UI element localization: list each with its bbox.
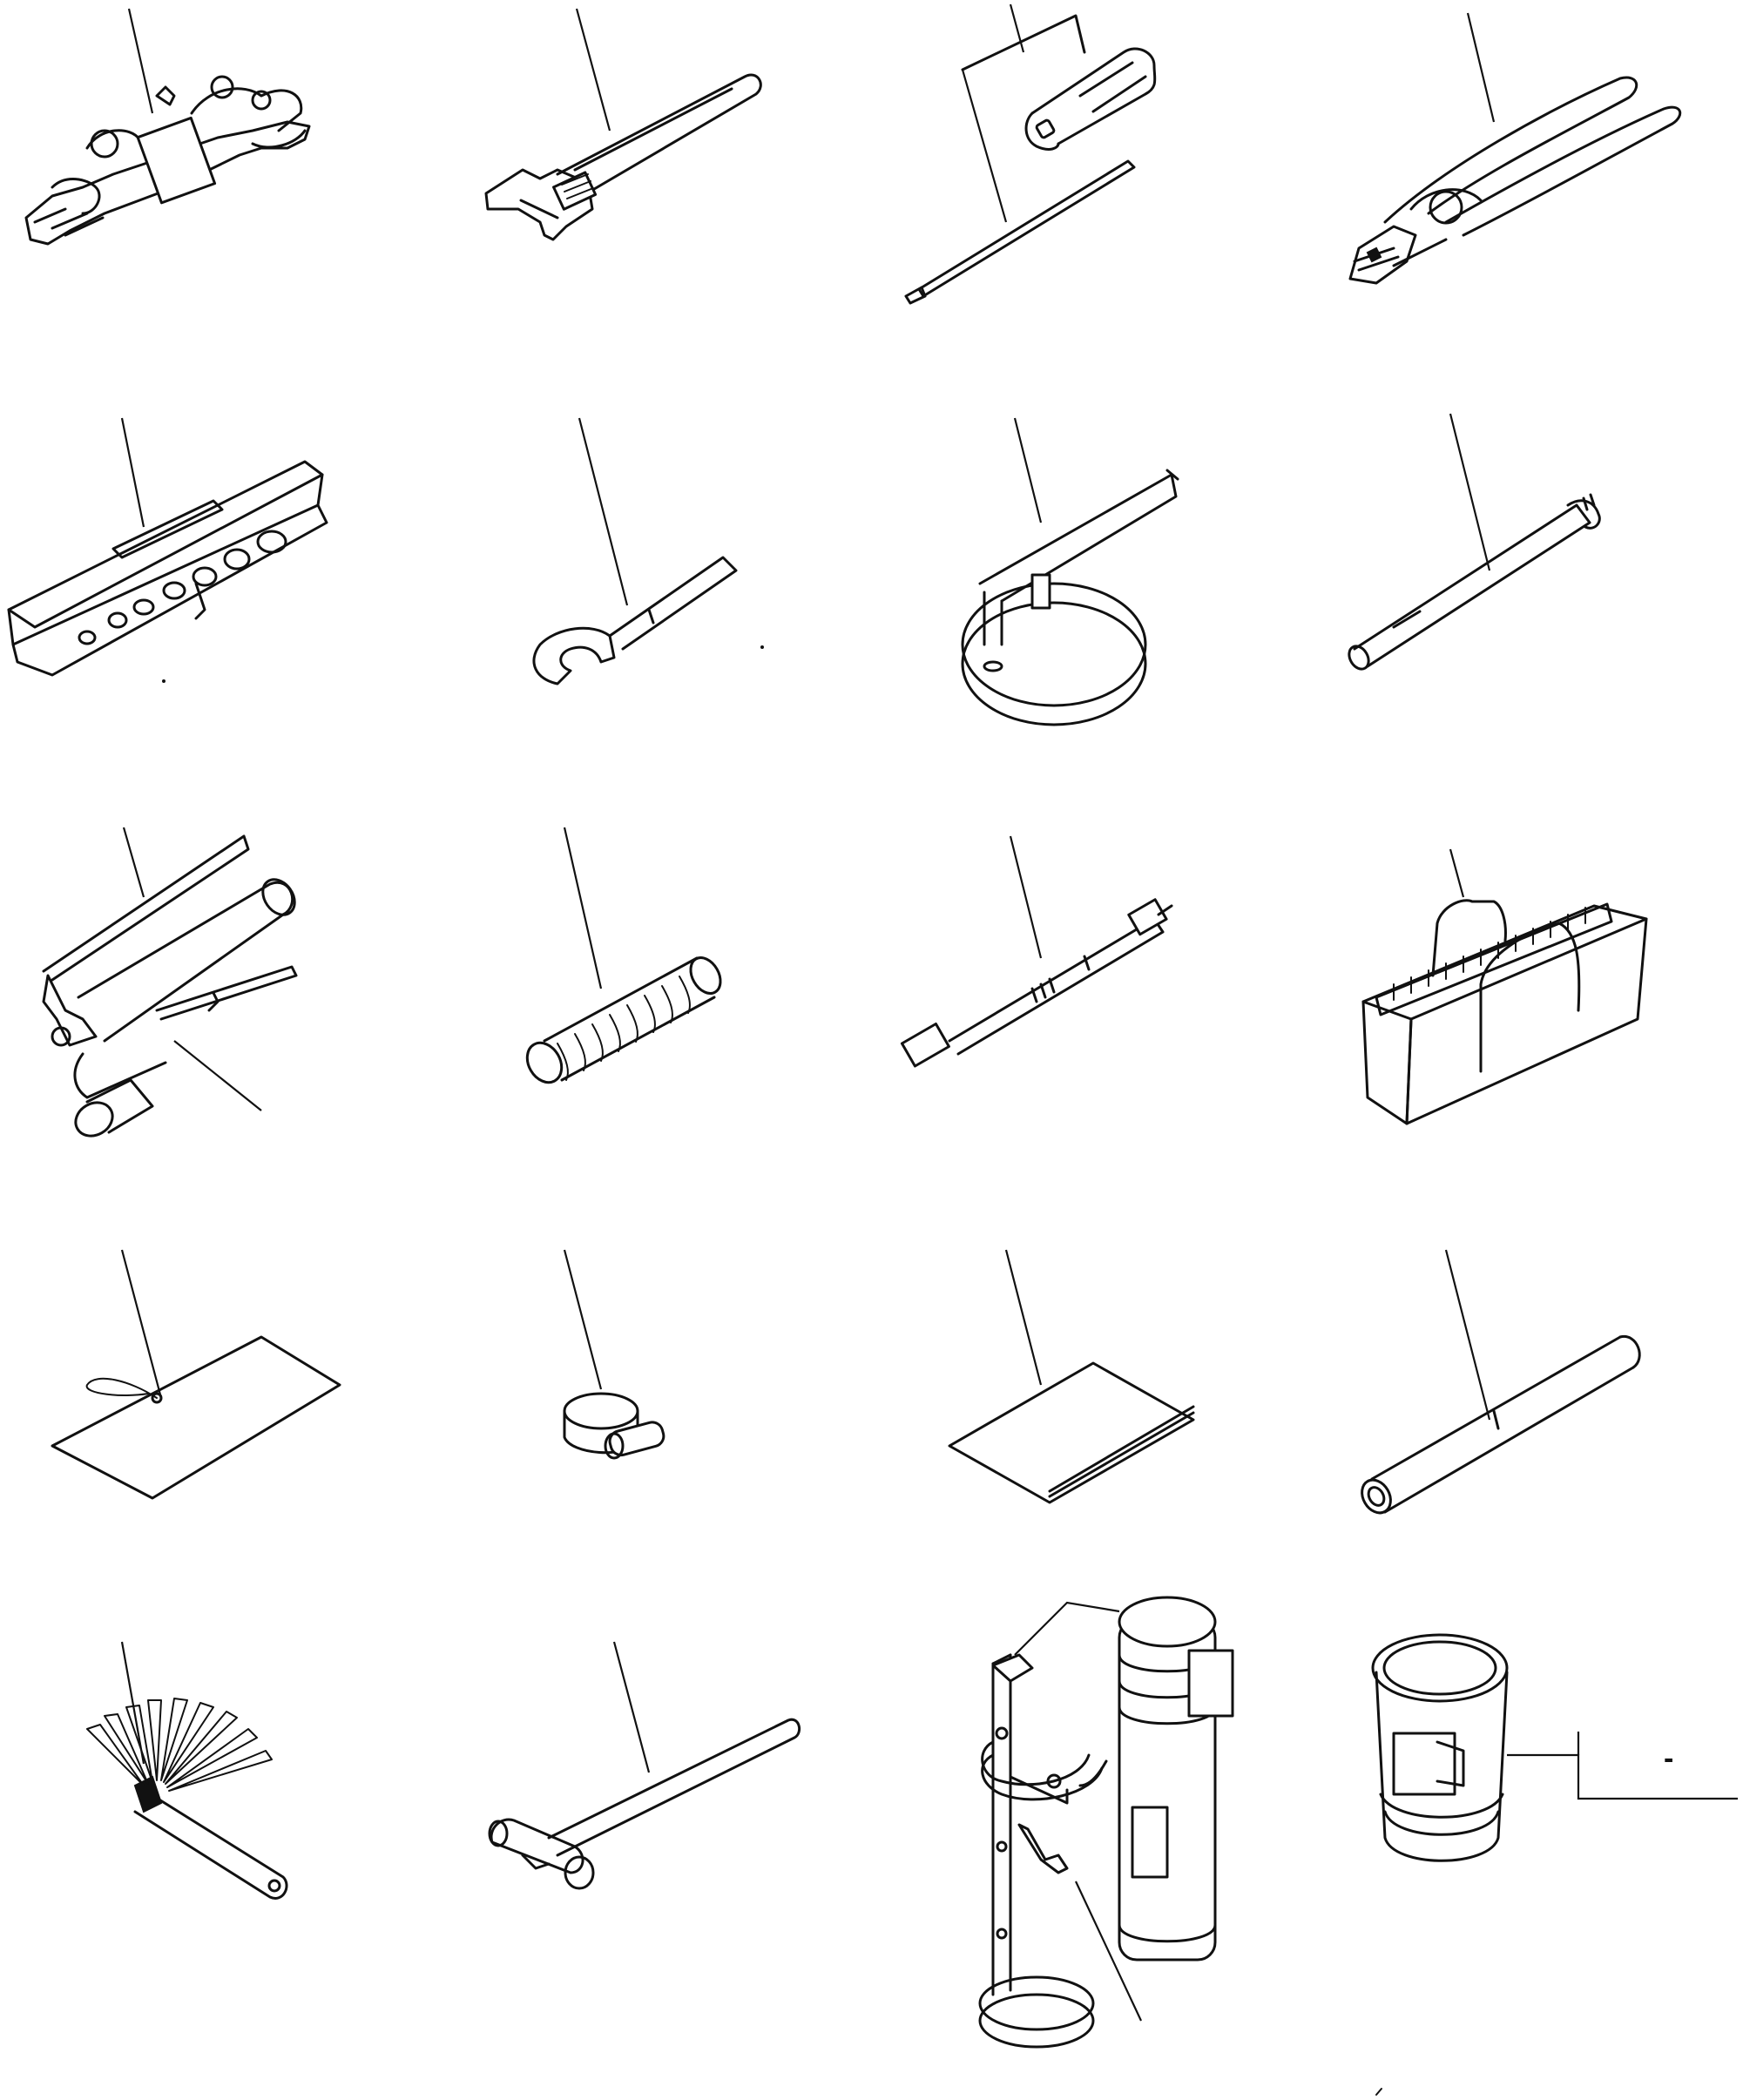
extension-bar-drawing [900,835,1173,1068]
wrench-set-drawing [24,8,311,246]
bar-drawing [1348,413,1601,671]
spring-drawing [525,827,722,1084]
tag-drawing [51,1249,341,1500]
tool-bag-drawing [1361,848,1648,1125]
hammer-drawing [488,1641,801,1890]
pipe-drawing [1361,1249,1641,1515]
stray-marks [162,645,1382,2096]
screwdriver-set-drawing [904,3,1157,305]
grease-gun-drawing [42,827,298,1138]
callout-text: - [1664,1742,1673,1775]
fire-extinguisher-drawing [978,1596,1234,2049]
clamp-drawing [563,1249,665,1460]
open-end-wrench-drawing [532,417,738,685]
manual-drawing [948,1249,1195,1504]
filter-wrench-drawing [961,417,1179,726]
can-drawing: - [1371,1633,1738,1862]
adjustable-wrench-drawing [484,8,762,241]
socket-set-case-drawing [7,417,328,677]
feeler-gauge-drawing [86,1641,288,1900]
pliers-drawing [1348,12,1682,285]
